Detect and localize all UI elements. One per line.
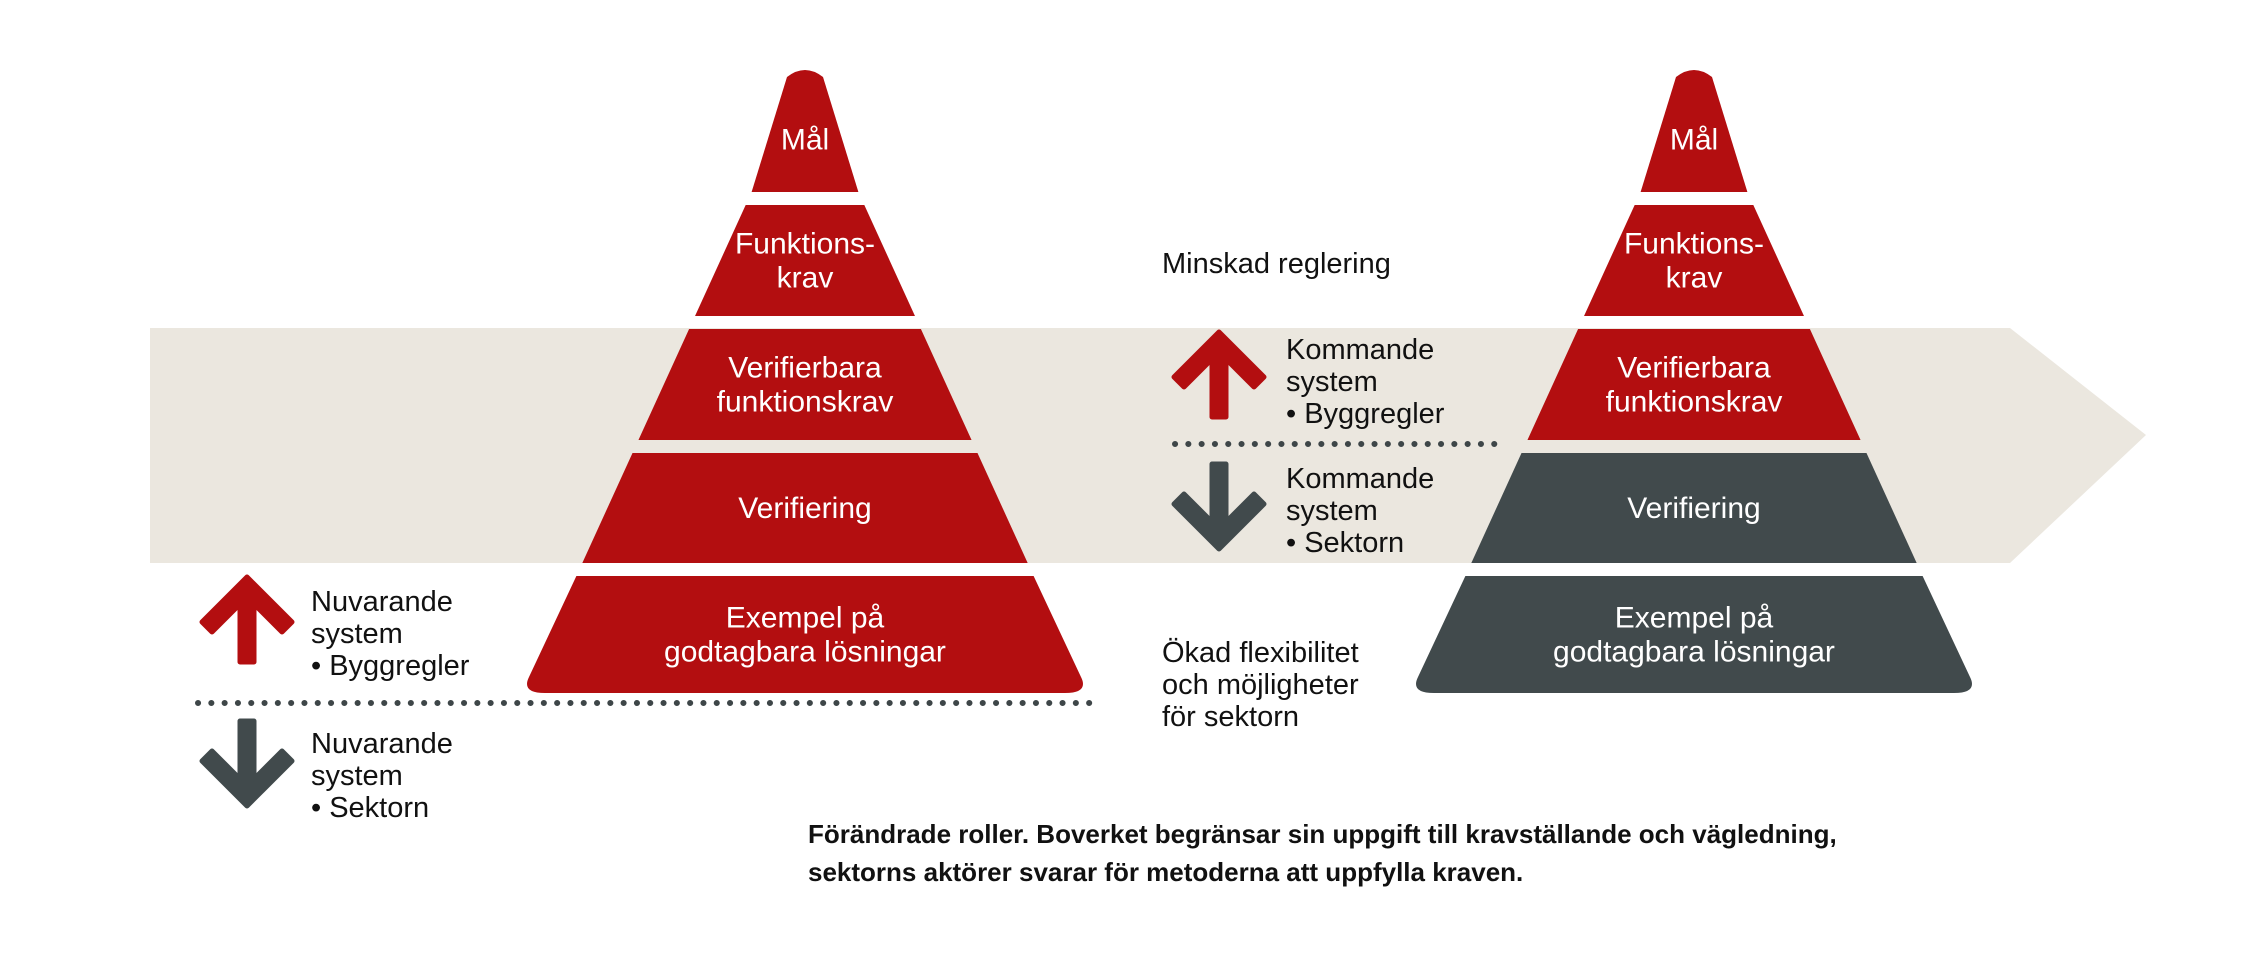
- left-pyramid-layer-2: [695, 205, 915, 316]
- future-system-sector-label: Kommande system • Sektorn: [1286, 463, 1435, 559]
- future-system-regulations-label: Kommande system • Byggregler: [1286, 334, 1445, 430]
- arrow-down-shape: [1171, 461, 1267, 552]
- arrow-up-shape: [199, 574, 295, 665]
- right-pyramid-layer-2-label: Funktions-krav: [1624, 228, 1764, 295]
- left-pyramid-layer-4-label: Verifiering: [738, 492, 871, 525]
- right-pyramid-layer-4-label: Verifiering: [1627, 492, 1760, 525]
- left-pyramid-layer-4: [582, 453, 1028, 563]
- increased-flexibility-label: Ökad flexibilitet och möjligheter för se…: [1162, 637, 1359, 733]
- arrow-down-icon: [199, 718, 295, 809]
- right-pyramid-layer-1-label: Mål: [1670, 124, 1718, 157]
- reduced-regulation-label: Minskad reglering: [1162, 248, 1391, 280]
- arrow-down-icon: [1171, 461, 1267, 552]
- right-pyramid-layer-3: [1527, 329, 1861, 440]
- current-system-sector-label: Nuvarande system • Sektorn: [311, 728, 453, 824]
- right-pyramid-layer-1: [1640, 70, 1748, 192]
- left-pyramid-layer-1: [751, 70, 859, 192]
- current-system-regulations-label: Nuvarande system • Byggregler: [311, 586, 470, 682]
- right-pyramid-layer-5: [1416, 576, 1972, 693]
- arrow-down-shape: [199, 718, 295, 809]
- right-pyramid-layer-2: [1584, 205, 1804, 316]
- left-pyramid-layer-5: [527, 576, 1083, 693]
- left-pyramid-layer-3: [638, 329, 972, 440]
- arrow-up-icon: [1171, 329, 1267, 420]
- left-pyramid-layer-2-label: Funktions-krav: [735, 228, 875, 295]
- left-pyramid-layer-1-label: Mål: [781, 124, 829, 157]
- figure-caption: Förändrade roller. Boverket begränsar si…: [808, 819, 1837, 887]
- arrow-up-icon: [199, 574, 295, 665]
- arrow-up-shape: [1171, 329, 1267, 420]
- right-pyramid-layer-4: [1471, 453, 1917, 563]
